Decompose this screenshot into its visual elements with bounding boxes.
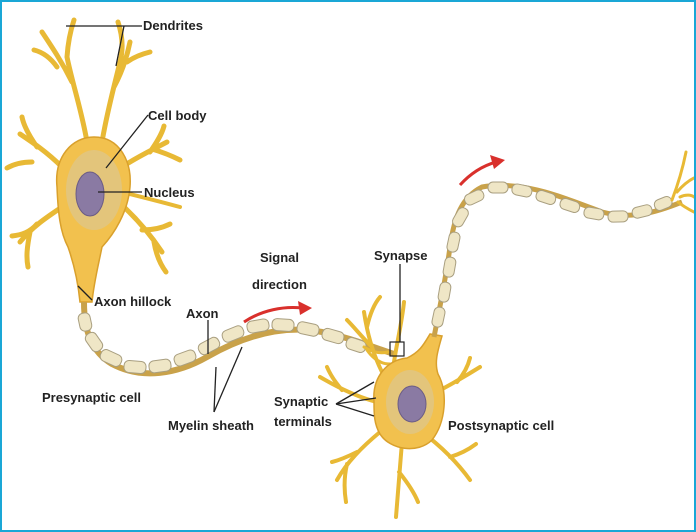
label-myelin-sheath: Myelin sheath [168, 418, 254, 433]
postsynaptic-nucleus [398, 386, 426, 422]
label-dendrites: Dendrites [143, 18, 203, 33]
label-postsynaptic-cell: Postsynaptic cell [448, 418, 554, 433]
label-synapse: Synapse [374, 248, 427, 263]
label-nucleus: Nucleus [144, 185, 195, 200]
label-signal: Signal [260, 250, 299, 265]
presynaptic-nucleus [76, 172, 104, 216]
label-synaptic: Synaptic [274, 394, 328, 409]
postsynaptic-myelin-segments [431, 182, 674, 328]
label-presynaptic-cell: Presynaptic cell [42, 390, 141, 405]
label-axon-hillock: Axon hillock [94, 294, 172, 309]
label-direction: direction [252, 277, 307, 292]
myelin-sheath-segments [77, 312, 367, 374]
label-terminals: terminals [274, 414, 332, 429]
signal-arrow-right [460, 155, 505, 185]
label-cell-body: Cell body [148, 108, 207, 123]
label-axon: Axon [186, 306, 219, 321]
